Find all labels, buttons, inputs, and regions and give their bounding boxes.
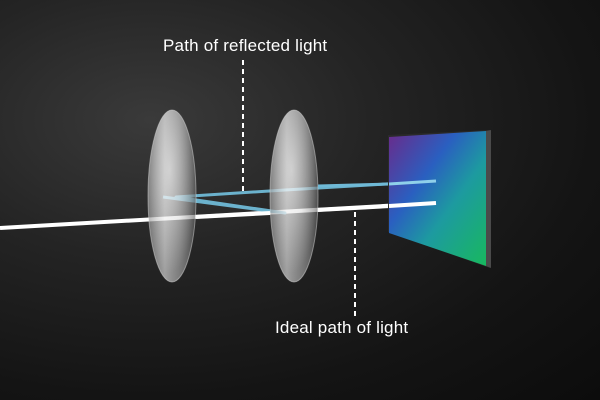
reflected-light-beam-front — [317, 182, 391, 188]
reflected-light-label: Path of reflected light — [163, 36, 328, 55]
lens-2 — [269, 109, 319, 283]
ideal-light-beam-mid — [195, 211, 271, 219]
ideal-light-label: Ideal path of light — [275, 318, 409, 337]
ideal-light-beam-end — [388, 201, 437, 208]
reflected-light-beam-end — [388, 179, 437, 186]
ideal-light-beam-front — [317, 204, 391, 212]
image-sensor — [388, 130, 491, 268]
lens-1 — [147, 109, 197, 283]
